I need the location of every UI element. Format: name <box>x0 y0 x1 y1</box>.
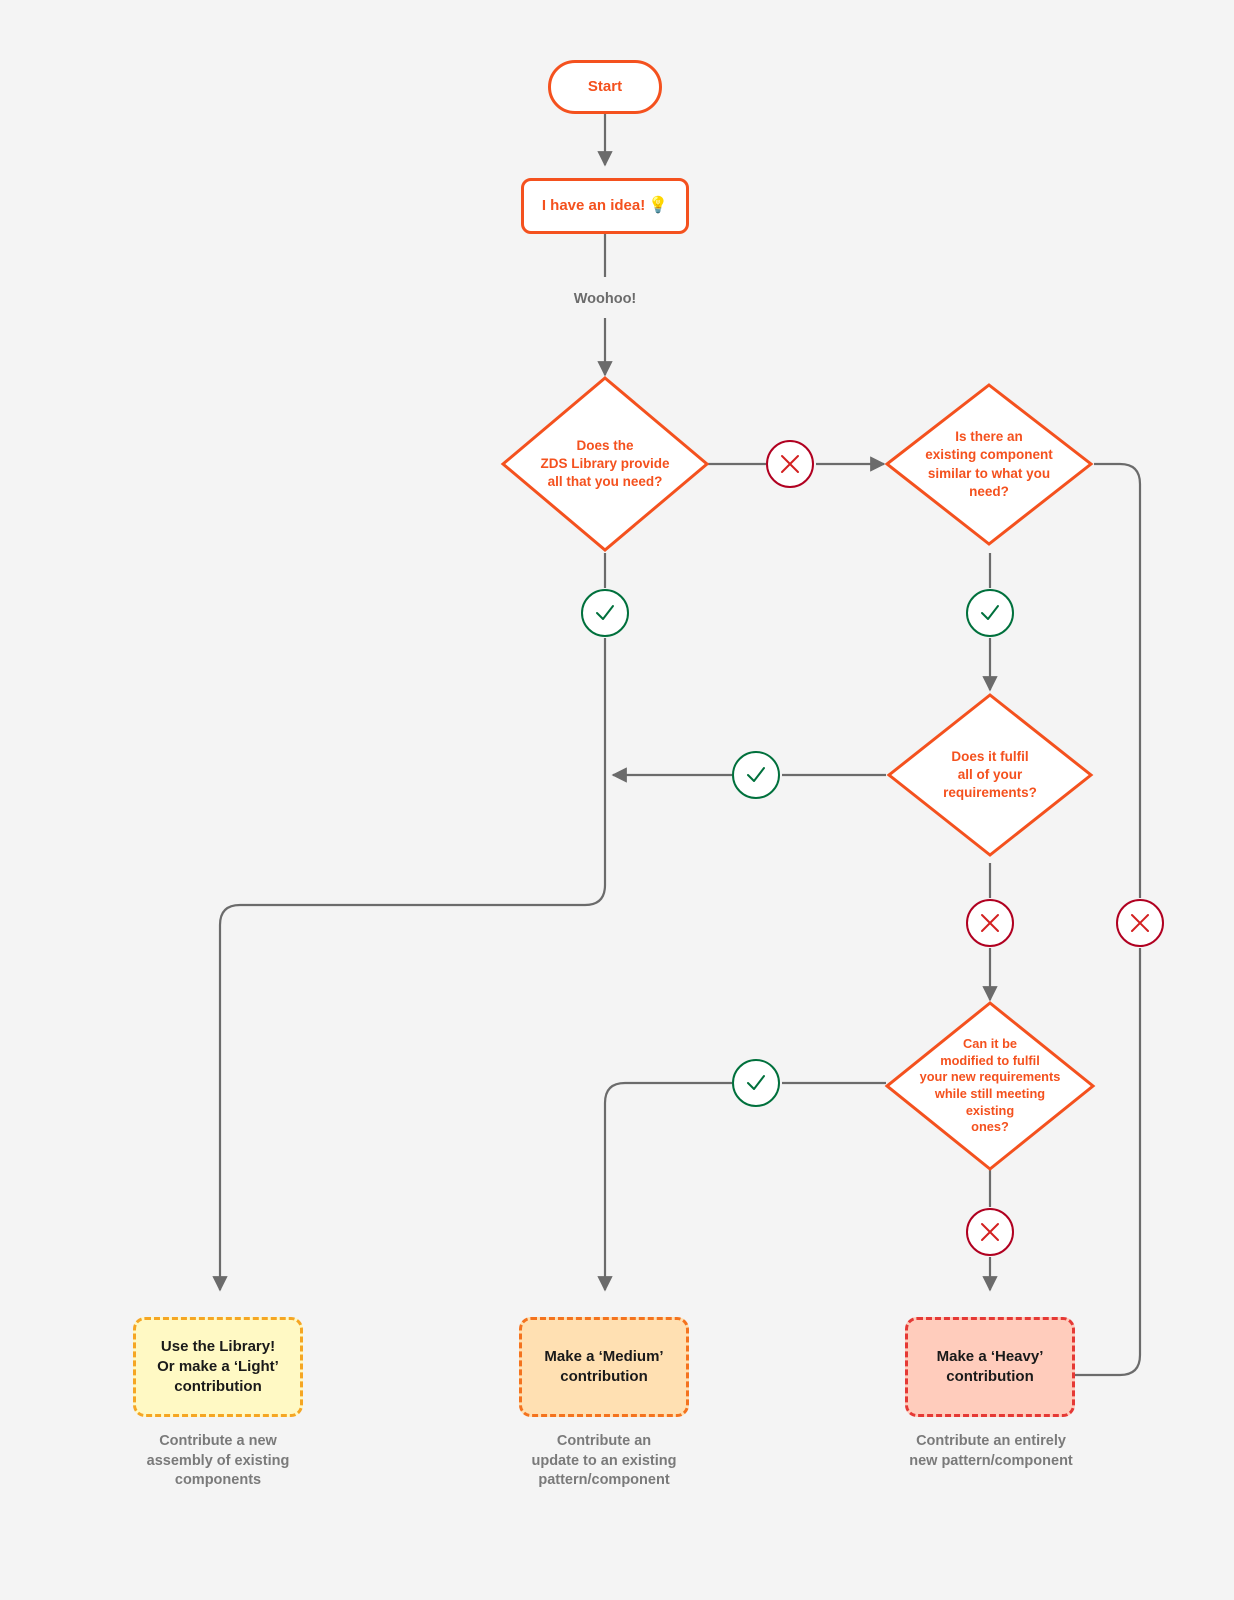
edge-q4-yes-to-medium <box>597 1081 732 1292</box>
cross-icon <box>1131 914 1149 932</box>
check-icon <box>596 605 614 620</box>
check-icon <box>747 1075 765 1090</box>
no-badge-q1[interactable] <box>766 440 814 488</box>
decision-similar-component-label: Is there an existing component similar t… <box>925 429 1053 499</box>
decision-similar-component[interactable]: Is there an existing component similar t… <box>884 382 1094 547</box>
diamond-shape <box>884 383 1094 546</box>
cross-icon <box>981 1223 999 1241</box>
start-label: Start <box>587 78 623 96</box>
check-icon <box>747 767 765 782</box>
edge-label-woohoo: Woohoo! <box>573 291 637 307</box>
outcome-medium-caption: Contribute an update to an existing patt… <box>531 1433 677 1489</box>
outcome-heavy-label: Make a ‘Heavy’ contribution <box>936 1347 1044 1385</box>
no-badge-q4[interactable] <box>966 1208 1014 1256</box>
edge-q2-no-to-heavy <box>1075 948 1142 1377</box>
decision-library-provides[interactable]: Does the ZDS Library provide all that yo… <box>500 375 710 553</box>
no-badge-q2[interactable] <box>1116 899 1164 947</box>
decision-can-be-modified[interactable]: Can it be modified to fulfil your new re… <box>884 1000 1096 1172</box>
idea-label: I have an idea! <box>541 197 646 215</box>
outcome-light-caption: Contribute a new assembly of existing co… <box>146 1433 290 1489</box>
cross-icon <box>781 455 799 473</box>
diamond-shape <box>884 1001 1096 1171</box>
decision-library-provides-label: Does the ZDS Library provide all that yo… <box>540 437 670 490</box>
idea-node[interactable]: I have an idea! 💡 <box>521 178 689 234</box>
outcome-medium-label: Make a ‘Medium’ contribution <box>544 1347 664 1385</box>
check-icon <box>981 605 999 620</box>
yes-badge-q3[interactable] <box>732 751 780 799</box>
outcome-heavy[interactable]: Make a ‘Heavy’ contribution <box>905 1317 1075 1417</box>
outcome-light-label: Use the Library! Or make a ‘Light’ contr… <box>157 1337 279 1396</box>
lightbulb-icon: 💡 <box>648 196 669 214</box>
cross-icon <box>981 914 999 932</box>
edge-q1-yes-to-light <box>212 638 607 1292</box>
yes-badge-q2[interactable] <box>966 589 1014 637</box>
outcome-medium[interactable]: Make a ‘Medium’ contribution <box>519 1317 689 1417</box>
outcome-heavy-caption: Contribute an entirely new pattern/compo… <box>909 1433 1073 1469</box>
decision-fulfils-requirements-label: Does it fulfil all of your requirements? <box>943 748 1037 801</box>
edge-q2-no-a <box>1094 462 1142 898</box>
diamond-shape <box>500 376 710 552</box>
decision-fulfils-requirements[interactable]: Does it fulfil all of your requirements? <box>886 692 1094 858</box>
outcome-light[interactable]: Use the Library! Or make a ‘Light’ contr… <box>133 1317 303 1417</box>
diamond-shape <box>886 693 1094 857</box>
yes-badge-q1[interactable] <box>581 589 629 637</box>
decision-can-be-modified-label: Can it be modified to fulfil your new re… <box>919 1036 1061 1135</box>
yes-badge-q4[interactable] <box>732 1059 780 1107</box>
start-node[interactable]: Start <box>548 60 662 114</box>
no-badge-q3[interactable] <box>966 899 1014 947</box>
